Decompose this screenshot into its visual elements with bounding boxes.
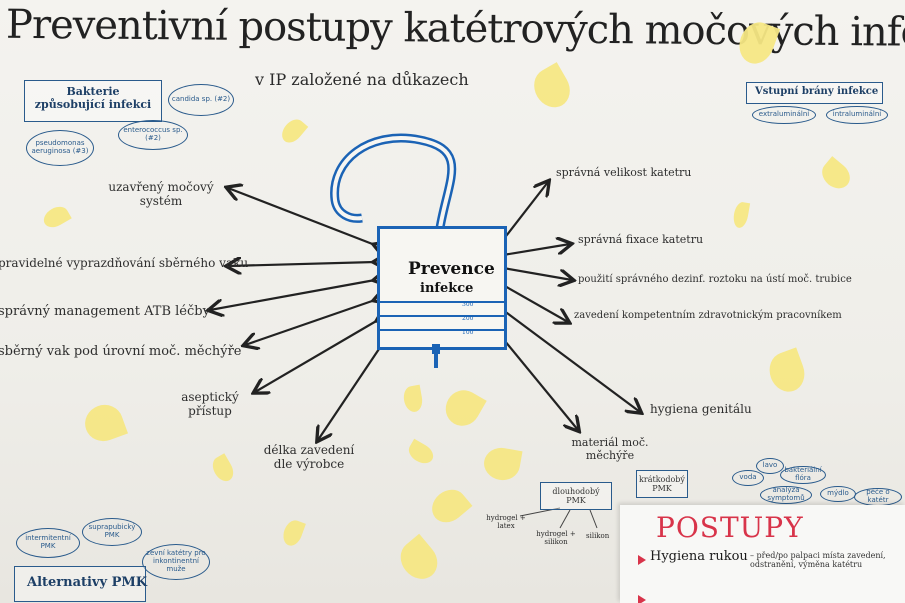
long-term-box: dlouhodobý PMK: [540, 482, 612, 510]
left-item-duration: délka zavedení dle výrobce: [263, 443, 355, 471]
right-item-disinfection: použití správného dezinf. roztoku na úst…: [578, 274, 852, 285]
card-bullet1-head: Hygiena rukou: [650, 549, 748, 564]
material-silicon: silikon: [586, 532, 610, 540]
arrow-right-1: [503, 182, 548, 240]
material-hydrogel-silicon: hydrogel + silikon: [536, 530, 576, 546]
hygiene-oval-2: bakteriální flóra: [780, 466, 826, 484]
collection-bag: Prevence infekce 300 200 100: [377, 226, 507, 350]
arrow-left-6: [318, 340, 385, 440]
arrow-left-2: [228, 262, 375, 266]
hygiene-oval-4: analýza symptomů: [760, 486, 812, 504]
bullet-icon: [638, 595, 646, 603]
drain-spout: [434, 354, 438, 368]
bacteria-oval-candida: candida sp. (#2): [168, 84, 234, 116]
arrow-left-4: [245, 300, 375, 345]
right-item-size: správná velikost katetru: [556, 166, 692, 179]
material-hydrogel-latex: hydrogel + latex: [486, 514, 526, 530]
left-item-aseptic: aseptický přístup: [181, 390, 239, 418]
page-subtitle: v IP založené na důkazech: [255, 70, 469, 89]
alt-oval-intermittent: intermitentní PMK: [16, 528, 80, 558]
short-term-box: krátkodobý PMK: [636, 470, 688, 498]
bacteria-oval-pseudomonas: pseudomonas aeruginosa (#3): [26, 130, 94, 166]
scale-200: 200: [462, 315, 474, 322]
center-label-2: infekce: [420, 281, 474, 296]
arrow-left-3: [210, 280, 375, 310]
entry-title: Vstupní brány infekce: [755, 86, 879, 97]
alt-oval-external: zevní katétry pro inkontinentní muže: [142, 544, 210, 580]
alternatives-title: Alternativy PMK: [27, 575, 148, 590]
arrow-right-6: [500, 335, 578, 430]
drain-valve: [432, 344, 440, 354]
left-item-closed-system: uzavřený močový systém: [108, 180, 214, 208]
arrow-right-2: [503, 244, 570, 255]
hygiene-oval-6: péče o katétr: [854, 488, 902, 506]
arrow-right-5: [503, 310, 640, 412]
left-item-bag-level: sběrný vak pod úrovní moč. měchýře: [0, 344, 242, 359]
left-item-emptying: pravidelné vyprazdňování sběrného vaku: [0, 256, 249, 270]
bacteria-oval-enterococcus: enterococcus sp. (#2): [118, 120, 188, 150]
arrow-left-5: [255, 320, 378, 392]
scale-100: 100: [462, 329, 474, 336]
right-item-hygiene: hygiena genitálu: [650, 402, 752, 416]
arrow-left-1: [228, 188, 375, 245]
left-item-atb: správný management ATB léčby: [0, 304, 210, 319]
bacteria-title: Bakterie způsobující infekci: [34, 85, 152, 111]
postupy-card: POSTUPY Hygiena rukou – před/po palpaci …: [620, 505, 905, 603]
hygiene-oval-1: lavo: [756, 458, 784, 474]
right-item-competent: zavedení kompetentním zdravotnickým prac…: [574, 310, 842, 321]
arrow-right-3: [503, 268, 572, 280]
hygiene-oval-3: voda: [732, 470, 764, 486]
card-bullet1-text: – před/po palpaci místa zavedení, odstra…: [750, 551, 886, 569]
catheter-tube: [330, 133, 457, 229]
scale-300: 300: [462, 301, 474, 308]
entry-oval-intraluminal: intraluminální: [826, 106, 888, 124]
hygiene-oval-5: mýdlo: [820, 486, 856, 502]
center-label-1: Prevence: [408, 259, 495, 279]
bacteria-box: Bakterie způsobující infekci: [24, 80, 162, 122]
entry-box: Vstupní brány infekce: [746, 82, 883, 104]
alternatives-box: Alternativy PMK: [14, 566, 148, 602]
card-title: POSTUPY: [656, 511, 804, 544]
alt-oval-suprapubic: suprapubický PMK: [82, 518, 142, 546]
entry-oval-extraluminal: extraluminální: [752, 106, 816, 124]
right-item-fixation: správná fixace katetru: [578, 233, 704, 246]
right-item-material: materiál moč. měchýře: [571, 436, 649, 462]
bullet-icon: [638, 555, 646, 565]
